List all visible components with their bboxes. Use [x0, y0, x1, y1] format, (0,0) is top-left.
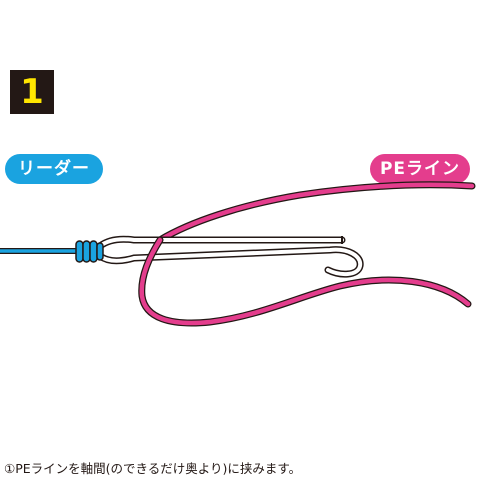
pe-line-label: PEライン	[370, 154, 470, 184]
pe-line-back	[156, 181, 476, 244]
leader-wraps	[75, 240, 104, 263]
instruction-caption: ①PEラインを軸間(のできるだけ奥より)に挟みます。	[4, 461, 302, 476]
leader-folded-loop	[96, 235, 364, 278]
leader-label: リーダー	[5, 154, 103, 184]
step-number-badge: 1	[10, 70, 54, 114]
pe-line-front	[138, 236, 472, 327]
